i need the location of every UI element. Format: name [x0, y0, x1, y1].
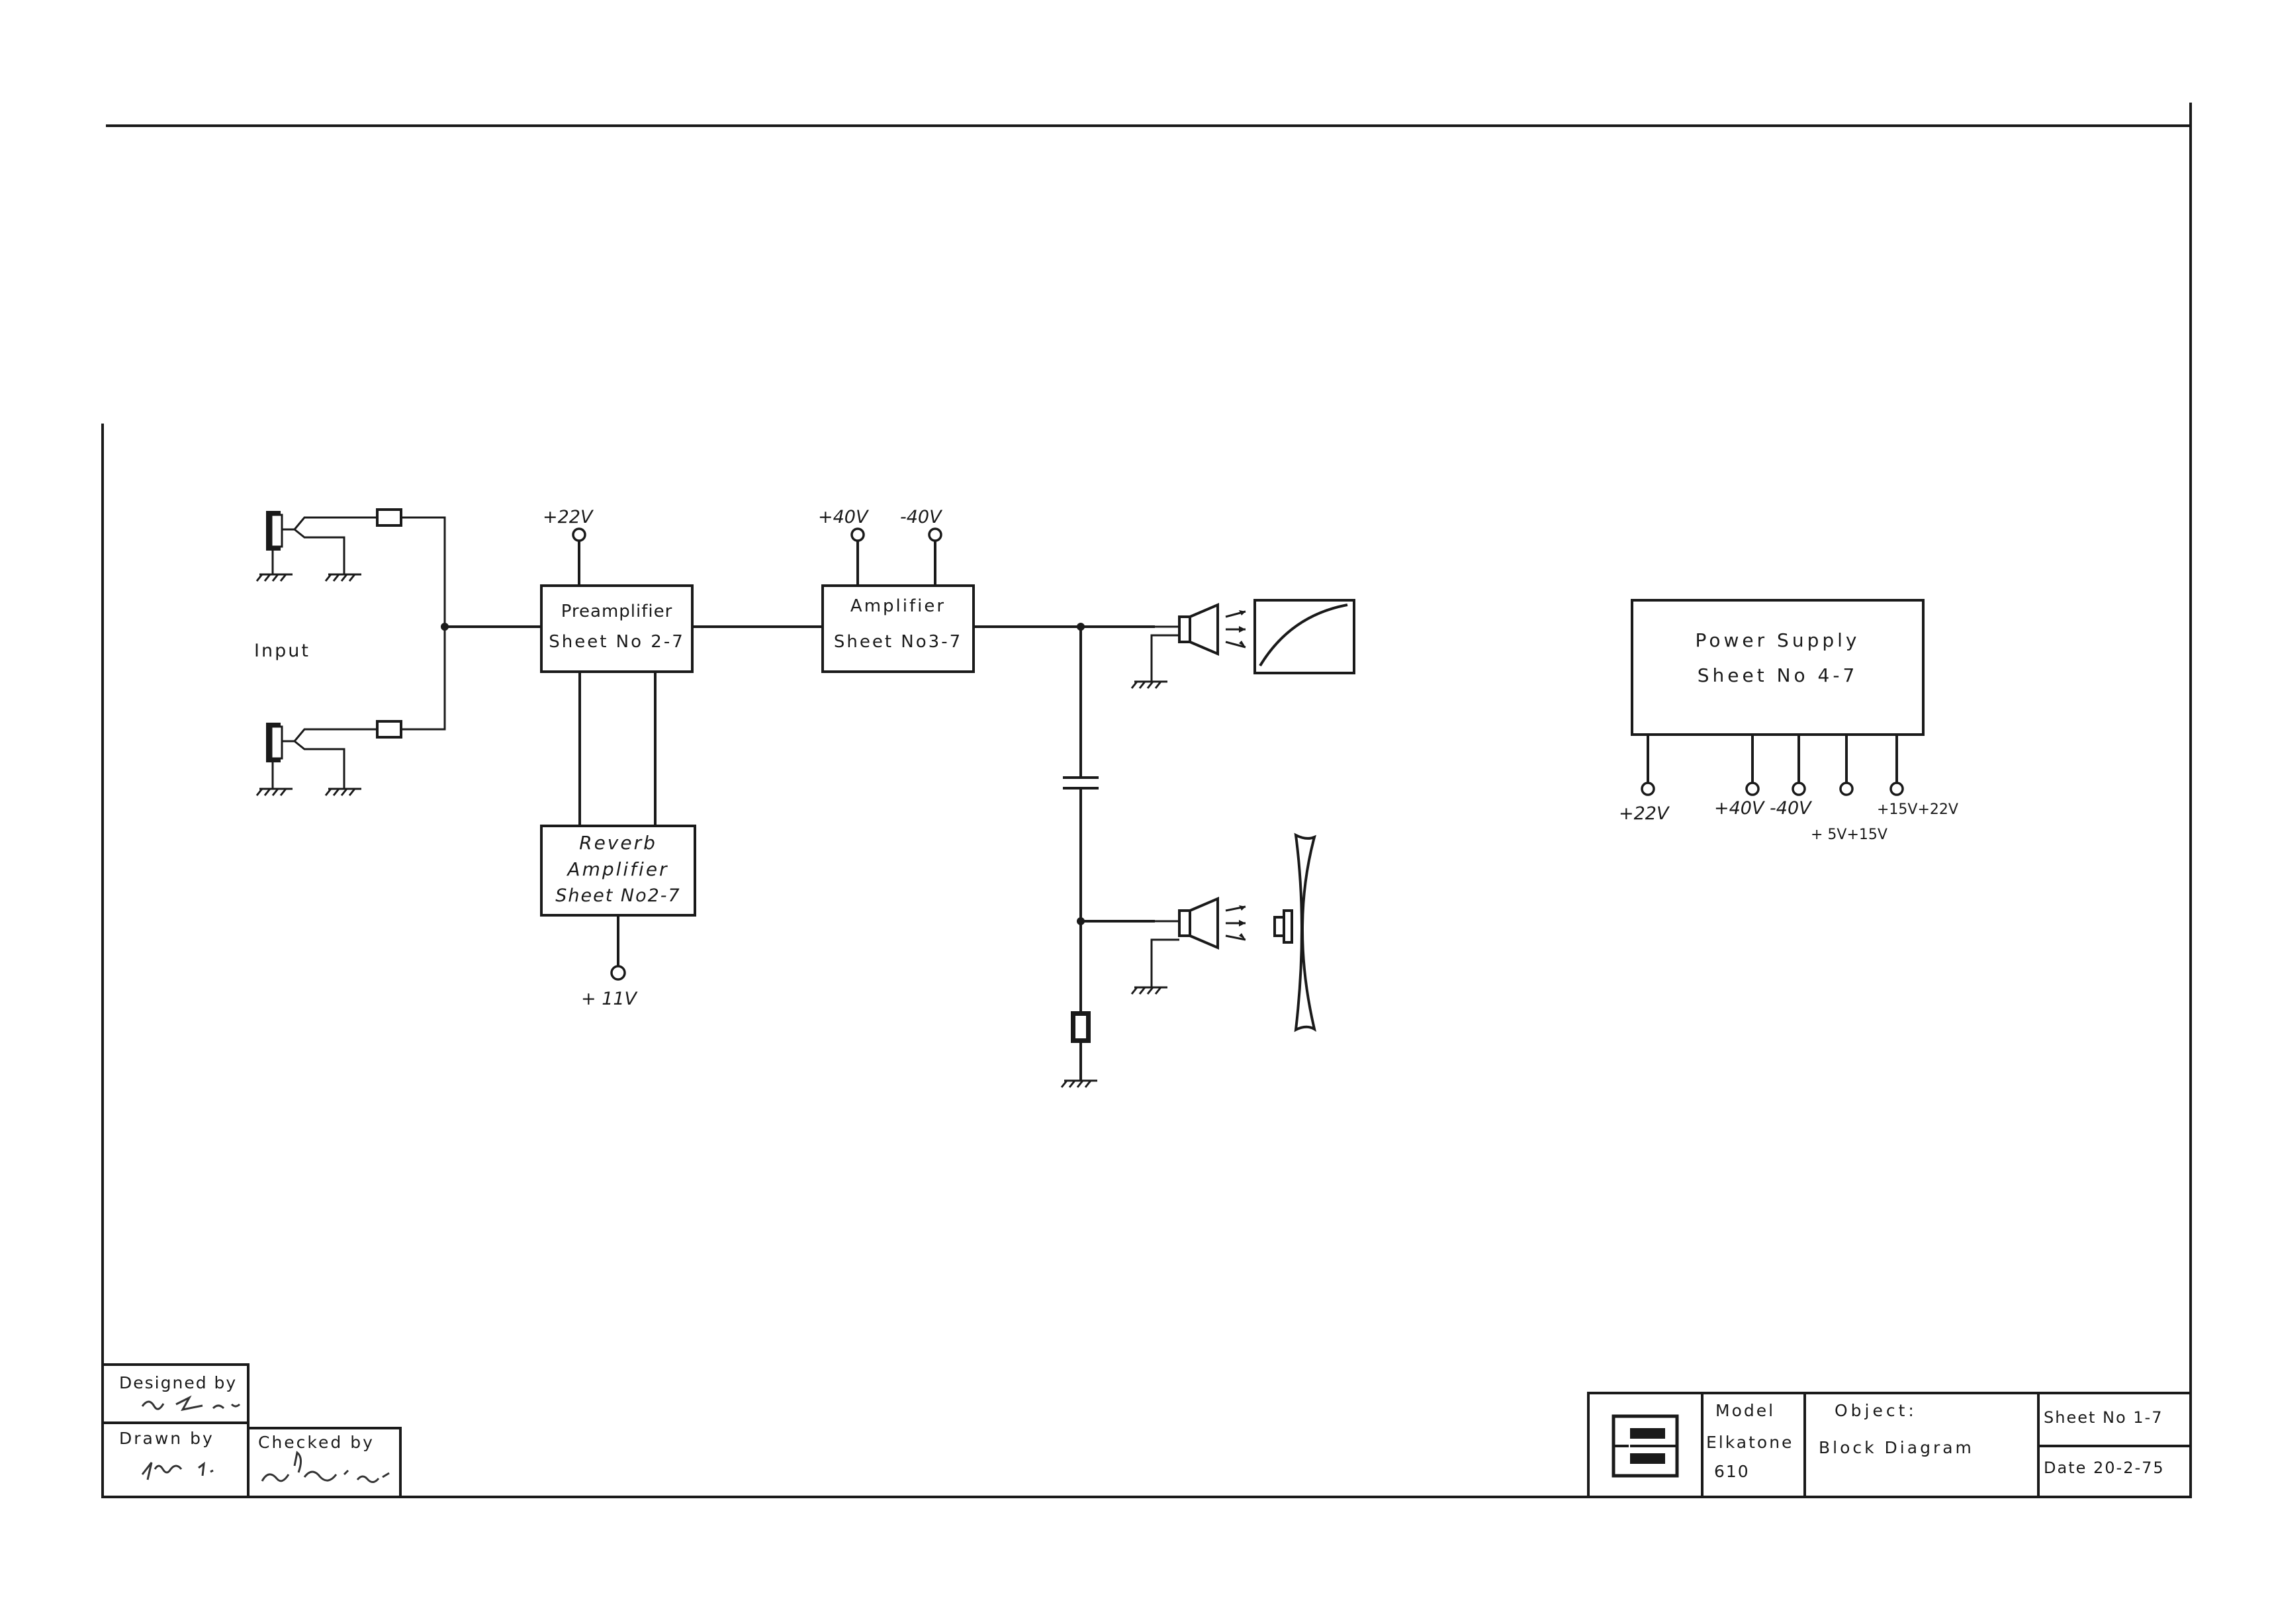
amp-supply-neg-terminal	[928, 527, 942, 542]
crossover-inductor	[1071, 1011, 1091, 1043]
input-resistor-bottom	[376, 720, 402, 739]
designed-by-label: Designed by	[119, 1373, 237, 1392]
speaker-top	[1130, 602, 1246, 689]
drawer-signature	[141, 1461, 214, 1480]
frequency-response-box	[1253, 599, 1355, 674]
ps-terminal-15v-22v	[1889, 782, 1904, 796]
preamplifier-block: Preamplifier Sheet No 2-7	[540, 584, 694, 673]
reverb-line2: Amplifier	[566, 858, 668, 880]
checker-signature	[261, 1451, 390, 1483]
model-name: Elkatone	[1706, 1433, 1794, 1452]
ps-terminal-40v-neg	[1792, 782, 1806, 796]
input-resistor-top	[376, 508, 402, 527]
company-logo	[1612, 1414, 1679, 1478]
reverb-line1: Reverb	[579, 832, 657, 854]
object-value: Block Diagram	[1819, 1438, 1974, 1457]
reverb-supply-terminal	[610, 965, 626, 981]
reverb-amplifier-block: Reverb Amplifier Sheet No2-7	[540, 825, 696, 917]
ps-out-15v-label: +15V+22V	[1877, 801, 1958, 818]
input-label: Input	[254, 641, 310, 661]
reverb-spring-panel	[1273, 833, 1316, 1032]
amp-sheet: Sheet No3-7	[834, 632, 962, 652]
designer-signature	[141, 1395, 241, 1412]
sheet-number: Sheet No 1-7	[2044, 1408, 2163, 1427]
preamp-title: Preamplifier	[561, 602, 673, 621]
ps-terminal-22v	[1641, 782, 1655, 796]
preamp-sheet: Sheet No 2-7	[549, 632, 685, 652]
object-label: Object:	[1835, 1401, 1917, 1420]
preamp-supply-terminal	[572, 527, 586, 542]
reverb-supply-label: + 11V	[581, 989, 639, 1009]
ps-terminal-5v-15v	[1839, 782, 1854, 796]
reverb-sheet: Sheet No2-7	[555, 885, 680, 906]
model-label: Model	[1715, 1401, 1775, 1420]
power-supply-sheet: Sheet No 4-7	[1698, 664, 1858, 686]
model-number: 610	[1714, 1462, 1750, 1481]
input-jack-bottom	[255, 723, 377, 796]
ps-out-5v-label: + 5V+15V	[1811, 827, 1887, 843]
title-block: Model Elkatone 610 Object: Block Diagram…	[1587, 1392, 2192, 1498]
input-jack-top	[255, 511, 377, 582]
power-supply-block: Power Supply Sheet No 4-7	[1631, 599, 1925, 736]
ps-out-40v-label: +40V -40V	[1714, 798, 1813, 819]
crossover-capacitor	[1063, 776, 1099, 789]
drawing-date: Date 20-2-75	[2044, 1459, 2165, 1477]
ps-out-22v-label: +22V	[1619, 803, 1670, 824]
amp-supply-pos-label: +40V	[818, 507, 870, 527]
amp-supply-pos-terminal	[850, 527, 865, 542]
ps-terminal-40v-pos	[1745, 782, 1760, 796]
amplifier-block: Amplifier Sheet No3-7	[821, 584, 975, 673]
amp-supply-neg-label: -40V	[900, 507, 943, 527]
speaker-bottom	[1130, 896, 1246, 995]
preamp-supply-label: +22V	[543, 507, 594, 527]
signature-block: Designed by Drawn by Checked by	[101, 1363, 402, 1498]
sheet-frame	[101, 103, 2192, 1498]
amp-title: Amplifier	[850, 596, 946, 616]
input-junction	[441, 623, 449, 631]
checked-by-label: Checked by	[258, 1433, 375, 1452]
drawn-by-label: Drawn by	[119, 1429, 214, 1448]
power-supply-title: Power Supply	[1696, 629, 1860, 651]
